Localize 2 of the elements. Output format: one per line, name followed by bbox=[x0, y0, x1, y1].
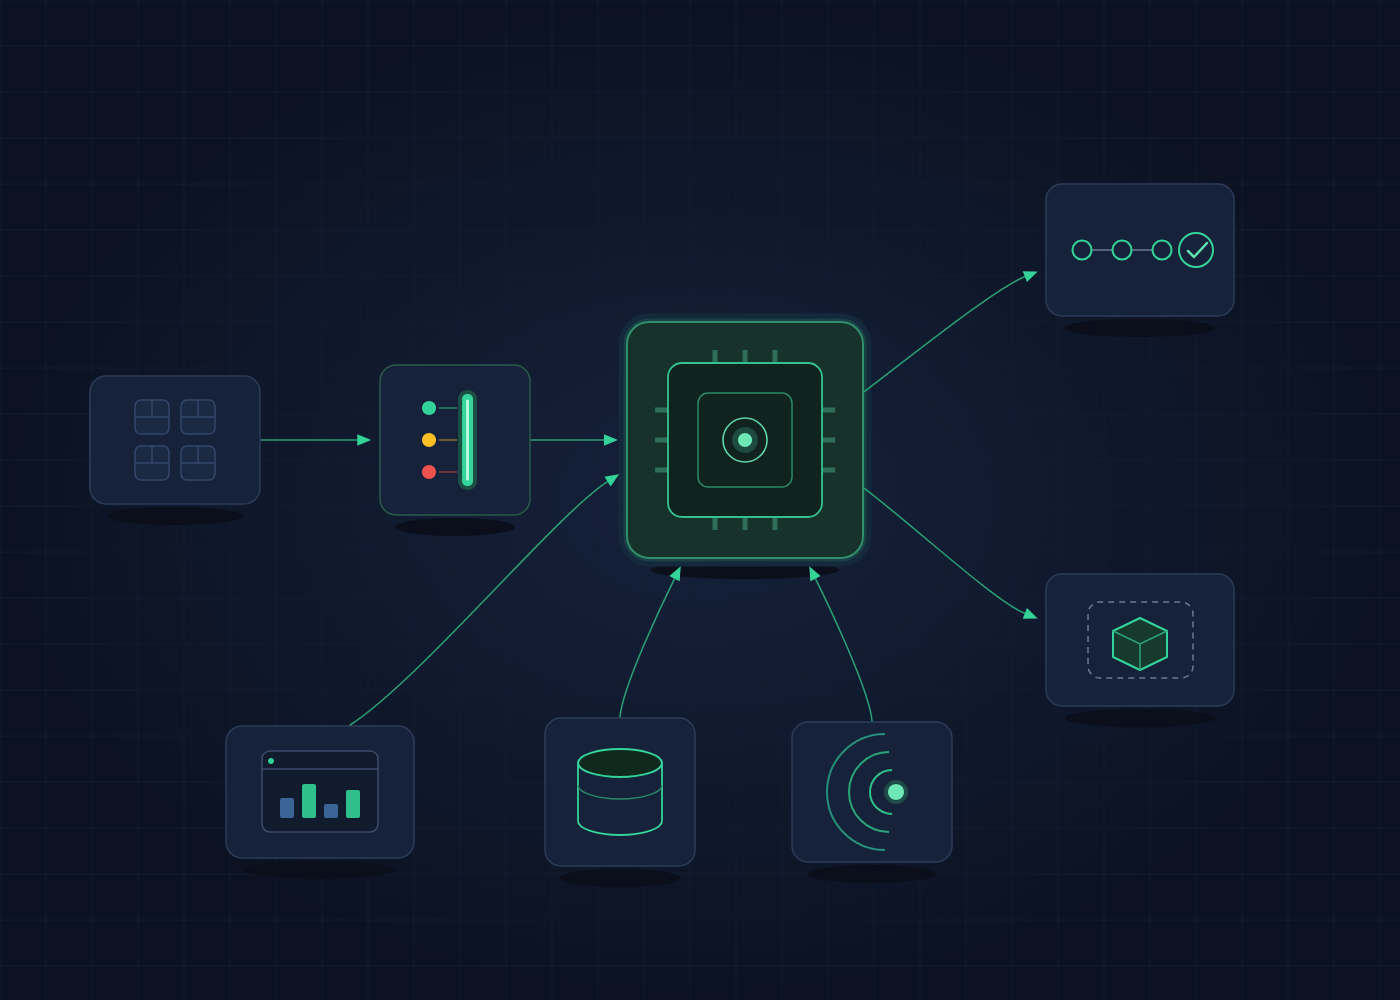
tile bbox=[791, 721, 953, 863]
tile bbox=[1045, 183, 1235, 317]
